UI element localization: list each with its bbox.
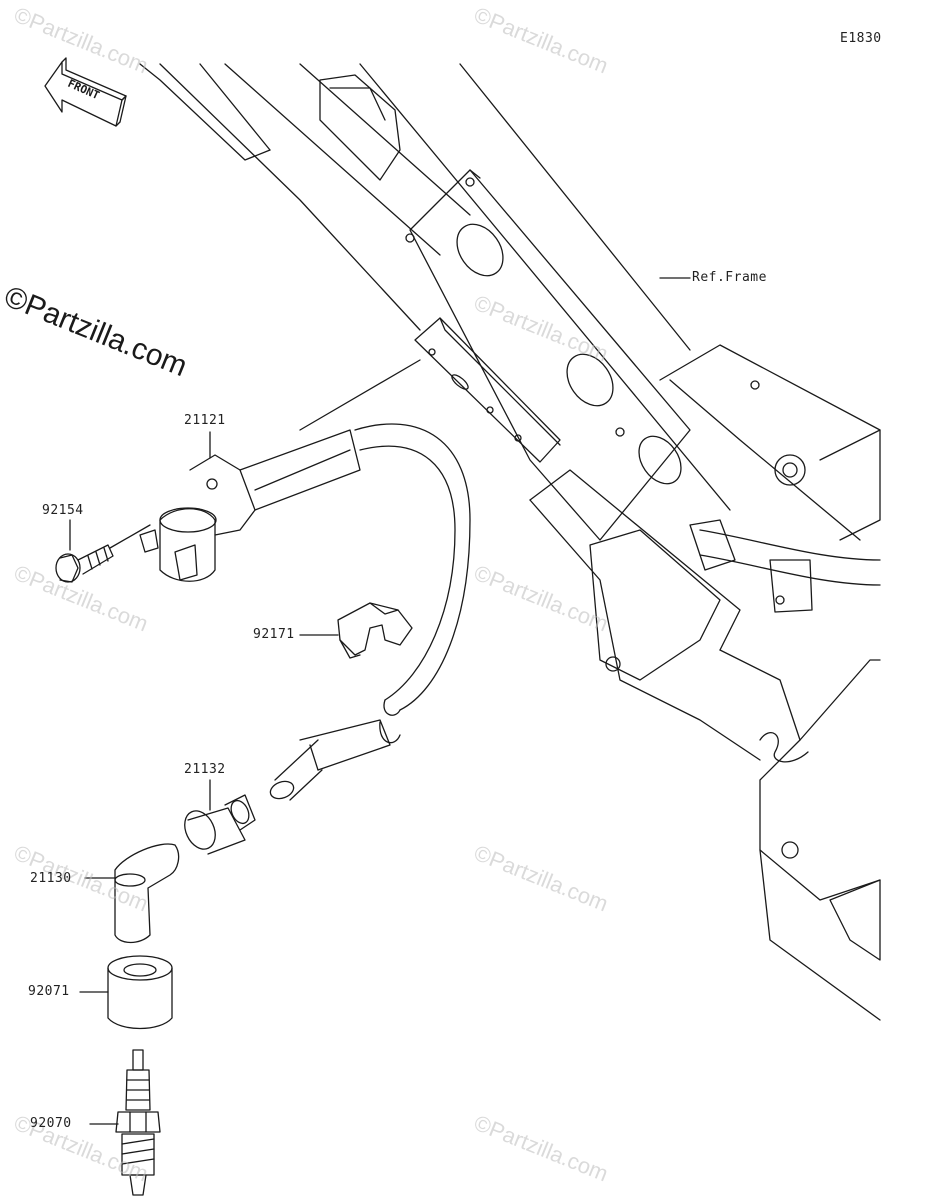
part-label-21130[interactable]: 21130 <box>30 871 72 886</box>
spark-plug-icon <box>89 1049 161 1196</box>
leader-coil-frame <box>299 359 421 431</box>
clamp-icon <box>299 602 413 659</box>
ref-frame-label: Ref.Frame <box>692 270 767 285</box>
part-label-92071[interactable]: 92071 <box>28 984 70 999</box>
plug-cap-icon <box>84 843 180 944</box>
part-label-92070[interactable]: 92070 <box>30 1116 72 1131</box>
part-label-92154[interactable]: 92154 <box>42 503 84 518</box>
part-label-21121[interactable]: 21121 <box>184 413 226 428</box>
cap-seal-icon <box>184 779 256 855</box>
part-label-92171[interactable]: 92171 <box>253 627 295 642</box>
frame-outline <box>139 63 881 1021</box>
diagram-code: E1830 <box>840 31 882 46</box>
front-arrow-icon <box>44 57 127 127</box>
ignition-coil-icon <box>139 429 361 582</box>
part-label-21132[interactable]: 21132 <box>184 762 226 777</box>
ht-lead <box>269 423 471 801</box>
bolt-icon <box>55 524 151 583</box>
cap-boot-icon <box>79 955 173 1030</box>
